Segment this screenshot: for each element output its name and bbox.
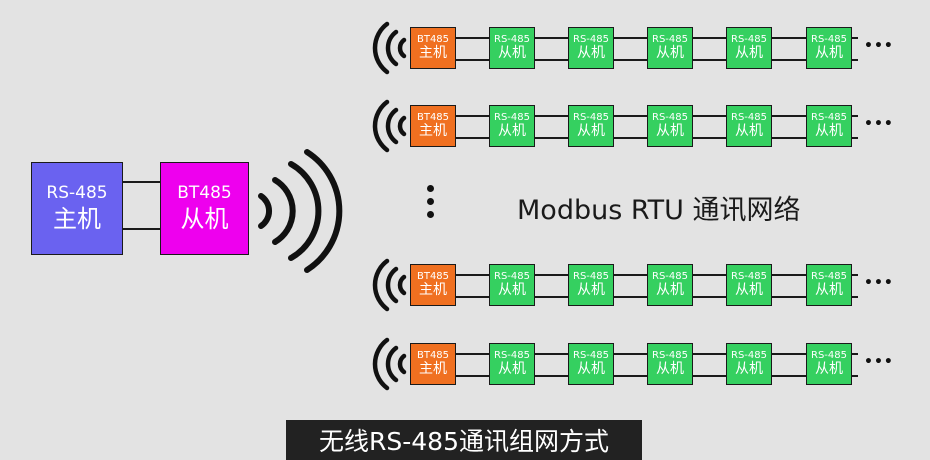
box-label-line2: 主机 (419, 45, 447, 62)
row-ellipsis: ••• (864, 354, 894, 370)
box-label-line2: 从机 (815, 45, 843, 62)
box-label-line1: RS-485 (494, 270, 530, 282)
box-label-line1: RS-485 (652, 33, 688, 45)
box-label-line2: 从机 (815, 123, 843, 140)
box-label-line2: 从机 (577, 123, 605, 140)
box-label-line2: 从机 (577, 361, 605, 378)
row-ellipsis: ••• (864, 116, 894, 132)
box-label-line1: RS-485 (731, 111, 767, 123)
box-label-line1: BT485 (416, 270, 450, 282)
host-label-line1: RS-485 (46, 182, 108, 203)
box-label-line1: RS-485 (652, 111, 688, 123)
box-label-line1: RS-485 (494, 111, 530, 123)
wireless-signal-icon (372, 337, 407, 391)
box-label-line1: RS-485 (652, 349, 688, 361)
bt-slave-label-line2: 从机 (180, 204, 229, 233)
rs485-host-box: RS-485 主机 (31, 162, 123, 255)
box-label-line1: RS-485 (652, 270, 688, 282)
network-label: Modbus RTU 通讯网络 (517, 195, 801, 226)
box-label-line2: 从机 (577, 45, 605, 62)
box-label-line1: RS-485 (811, 33, 847, 45)
ellipsis-dot (427, 198, 434, 205)
box-label-line2: 从机 (735, 361, 763, 378)
box-label-line1: BT485 (416, 349, 450, 361)
box-label-line1: RS-485 (731, 349, 767, 361)
host-label-line2: 主机 (53, 204, 101, 233)
box-label-line2: 从机 (815, 361, 843, 378)
host-link-top (123, 181, 160, 183)
box-label-line2: 主机 (419, 123, 447, 140)
box-label-line2: 主机 (419, 361, 447, 378)
box-label-line2: 从机 (498, 282, 526, 299)
wireless-signal-icon (372, 258, 407, 312)
box-label-line2: 从机 (815, 282, 843, 299)
ellipsis-dot (427, 185, 434, 192)
box-label-line1: RS-485 (573, 33, 609, 45)
box-label-line2: 从机 (577, 282, 605, 299)
box-label-line2: 从机 (656, 45, 684, 62)
box-label-line2: 从机 (498, 123, 526, 140)
wireless-signal-icon (372, 99, 407, 153)
box-label-line1: RS-485 (731, 270, 767, 282)
box-label-line2: 从机 (498, 45, 526, 62)
box-label-line1: RS-485 (573, 270, 609, 282)
bt485-slave-box: BT485 从机 (160, 162, 249, 255)
box-label-line1: BT485 (416, 111, 450, 123)
box-label-line1: BT485 (416, 33, 450, 45)
box-label-line2: 从机 (498, 361, 526, 378)
host-link-bottom (123, 228, 160, 230)
box-label-line1: RS-485 (494, 349, 530, 361)
box-label-line1: RS-485 (731, 33, 767, 45)
wireless-signal-icon (372, 21, 407, 75)
box-label-line1: RS-485 (811, 349, 847, 361)
box-label-line2: 从机 (735, 282, 763, 299)
box-label-line2: 从机 (656, 123, 684, 140)
row-ellipsis: ••• (864, 38, 894, 54)
wireless-signal-icon (258, 149, 343, 273)
ellipsis-dot (427, 211, 434, 218)
box-label-line2: 从机 (656, 361, 684, 378)
box-label-line1: RS-485 (811, 270, 847, 282)
caption: 无线RS-485通讯组网方式 (286, 420, 642, 460)
box-label-line2: 从机 (656, 282, 684, 299)
box-label-line1: RS-485 (573, 111, 609, 123)
row-ellipsis: ••• (864, 275, 894, 291)
box-label-line1: RS-485 (811, 111, 847, 123)
bt-slave-label-line1: BT485 (177, 182, 232, 203)
box-label-line2: 从机 (735, 123, 763, 140)
more-rows-ellipsis (427, 185, 439, 224)
box-label-line2: 从机 (735, 45, 763, 62)
box-label-line2: 主机 (419, 282, 447, 299)
box-label-line1: RS-485 (573, 349, 609, 361)
box-label-line1: RS-485 (494, 33, 530, 45)
